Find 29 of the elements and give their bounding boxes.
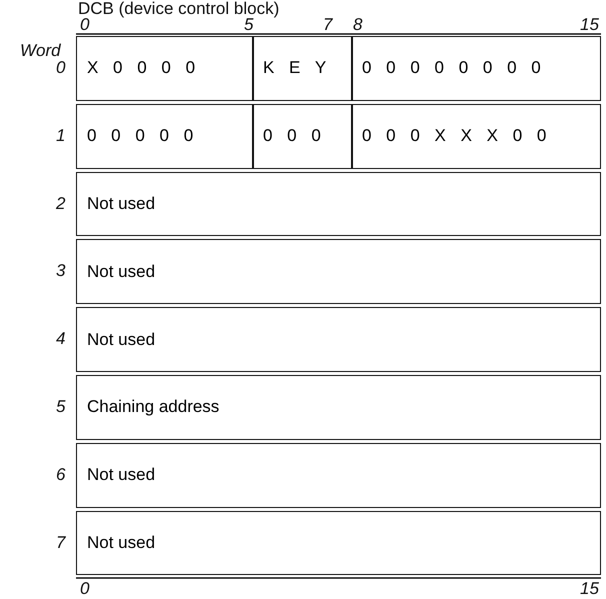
- bit-number: 7: [323, 16, 332, 33]
- field-cell: Chaining address: [76, 375, 601, 440]
- bit-number: 15: [580, 580, 599, 597]
- field-cell: 0 0 0 X X X 0 0: [351, 104, 601, 169]
- field-cell: 0 0 0 0 0: [76, 104, 254, 169]
- bit-number: 0: [80, 580, 90, 597]
- field-cell: Not used: [76, 442, 601, 508]
- bit-number: 5: [244, 16, 254, 33]
- field-cell: 0 0 0: [252, 104, 352, 169]
- field-cell: 0 0 0 0 0 0 0 0: [351, 36, 601, 101]
- field-cell: K E Y: [252, 36, 352, 101]
- field-cell: Not used: [76, 239, 601, 304]
- axis-label: Word: [20, 42, 61, 59]
- bit-number: 15: [580, 16, 599, 33]
- word-number: 5: [56, 398, 66, 415]
- bit-number: 8: [353, 16, 362, 33]
- bit-number: 0: [80, 16, 90, 33]
- word-number: 2: [56, 194, 66, 212]
- diagram-title: DCB (device control block): [78, 0, 280, 17]
- word-number: 4: [56, 330, 66, 348]
- field-cell: Not used: [76, 510, 601, 576]
- field-cell: X 0 0 0 0: [76, 36, 254, 101]
- word-number: 7: [56, 534, 66, 550]
- word-number: 1: [56, 126, 66, 144]
- field-cell: Not used: [76, 307, 601, 372]
- word-number: 6: [56, 466, 66, 483]
- word-number: 0: [56, 58, 66, 76]
- word-number: 3: [56, 262, 66, 280]
- field-cell: Not used: [76, 172, 601, 236]
